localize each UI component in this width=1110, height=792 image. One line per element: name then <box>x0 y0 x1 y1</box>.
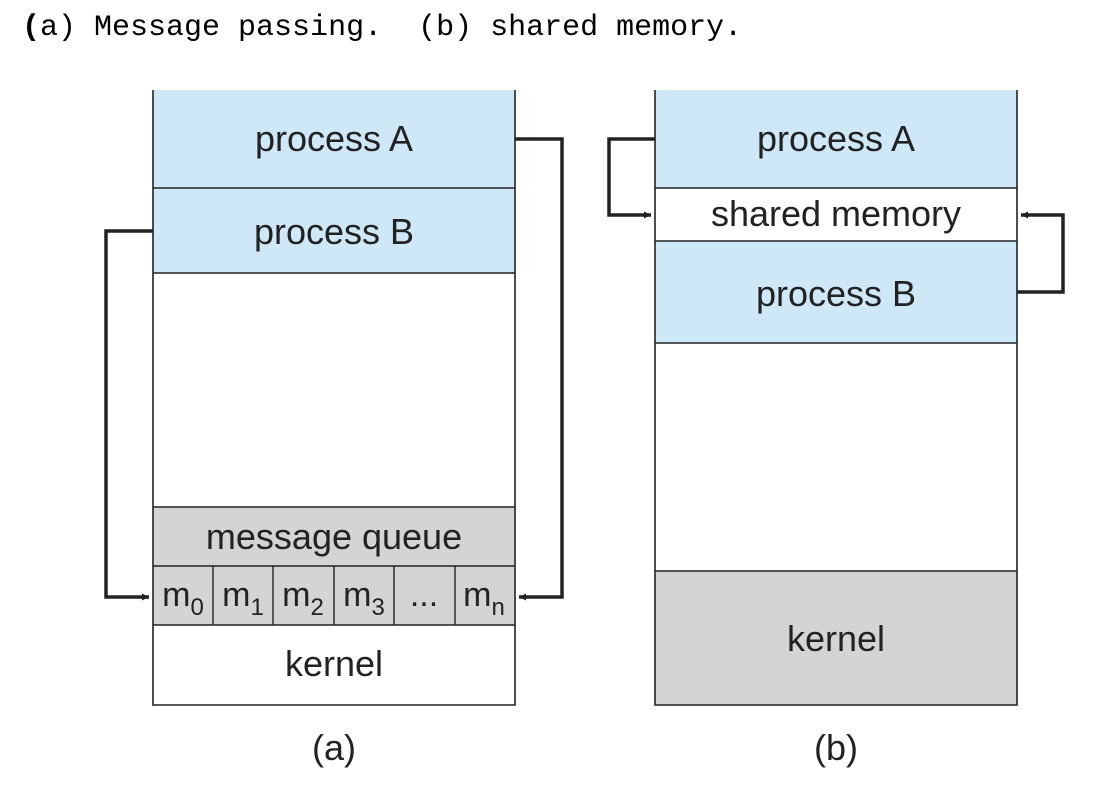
a-queue-cell-label: m1 <box>222 576 264 621</box>
a-arrow-process-a-to-mn <box>515 137 564 601</box>
diagram-b-shared-memory: process A shared memory process B kernel… <box>607 90 1065 768</box>
a-process-b-label: process B <box>254 211 414 252</box>
a-queue-cell-label: mn <box>463 576 505 621</box>
b-shared-memory-block <box>655 188 1017 241</box>
a-message-queue-label: message queue <box>206 516 462 557</box>
a-process-a-label: process A <box>255 118 413 159</box>
a-queue-cell-label: m0 <box>162 576 204 621</box>
a-stack-outline <box>152 90 516 706</box>
b-process-a-block <box>655 90 1017 188</box>
b-process-b-block <box>655 241 1017 343</box>
b-stack-outline <box>654 90 1018 706</box>
b-shared-memory-label: shared memory <box>711 193 961 234</box>
b-arrow-process-b-to-shared-memory <box>1017 211 1065 294</box>
a-arrow-process-b-to-m0 <box>104 229 153 601</box>
a-free-space-block <box>153 273 515 507</box>
a-message-queue-block <box>153 507 515 566</box>
heading-text: a) Message passing. (b) shared memory. <box>40 11 743 45</box>
a-queue-cell-label: m3 <box>343 576 385 621</box>
b-process-a-label: process A <box>757 118 915 159</box>
heading-open-paren: ( <box>22 11 41 45</box>
b-process-b-label: process B <box>756 273 916 314</box>
a-caption: (a) <box>312 727 356 768</box>
b-kernel-block <box>655 571 1017 705</box>
a-kernel-label: kernel <box>285 643 383 684</box>
b-caption: (b) <box>814 727 858 768</box>
a-process-a-block <box>153 90 515 188</box>
b-kernel-label: kernel <box>787 618 885 659</box>
a-queue-cell-label: m2 <box>282 576 324 621</box>
a-queue-cell-label: ... <box>410 576 438 614</box>
b-free-space-block <box>655 343 1017 571</box>
a-process-b-block <box>153 188 515 273</box>
diagram-a-message-passing: process A process B message queue kernel… <box>104 90 564 768</box>
b-arrow-process-a-to-shared-memory <box>607 137 655 219</box>
a-kernel-block <box>153 625 515 705</box>
figure-heading: (a) Message passing. (b) shared memory. <box>22 8 742 48</box>
